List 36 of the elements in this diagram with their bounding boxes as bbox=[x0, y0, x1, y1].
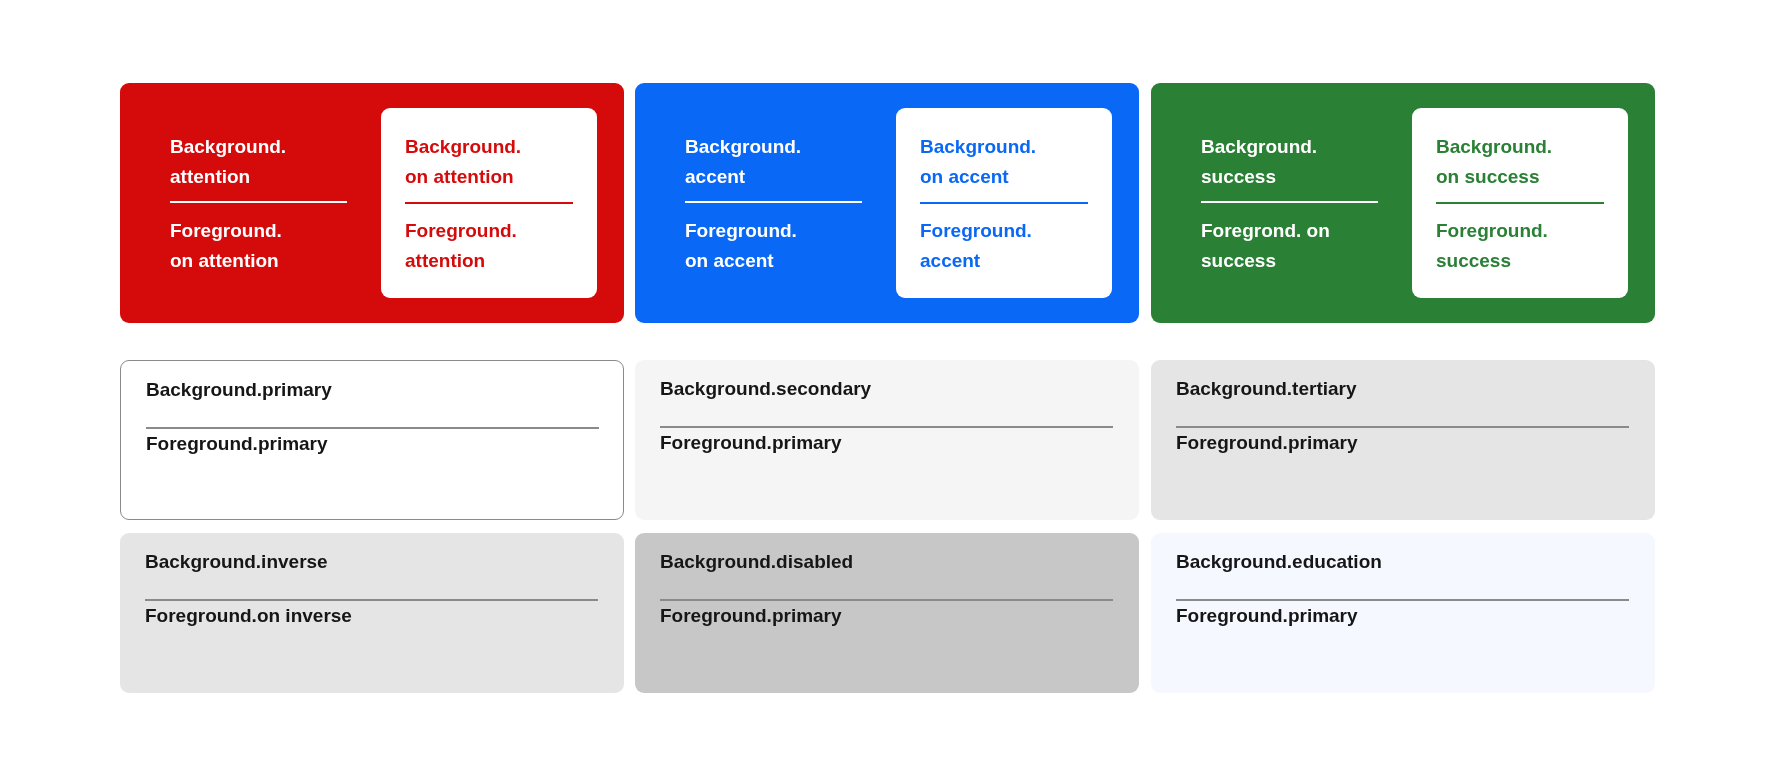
foreground-token-label: Foreground.primary bbox=[660, 431, 843, 455]
foreground-token-label: Foreground. accent bbox=[920, 219, 1033, 273]
foreground-token-label: Foreground. success bbox=[1436, 219, 1549, 273]
color-swatch-card bbox=[1151, 360, 1655, 520]
foreground-token-label: Foreground. attention bbox=[405, 219, 518, 273]
color-swatch-card bbox=[120, 83, 624, 323]
color-swatch-card bbox=[1412, 108, 1628, 298]
color-swatch-card bbox=[635, 360, 1139, 520]
foreground-token-label: Foreground. on attention bbox=[170, 219, 283, 273]
color-swatch-card bbox=[635, 83, 1139, 323]
foreground-token-label: Foreground.primary bbox=[1176, 431, 1359, 455]
background-token-label: Background. attention bbox=[170, 135, 288, 189]
color-swatch-card bbox=[120, 360, 624, 520]
foreground-token-label: Foreground.primary bbox=[146, 432, 329, 456]
foreground-token-label: Foreground.primary bbox=[1176, 604, 1359, 628]
foreground-token-label: Foregrond. on success bbox=[1201, 219, 1331, 273]
background-token-label: Background. on attention bbox=[405, 135, 523, 189]
background-token-label: Background.secondary bbox=[660, 377, 873, 401]
background-token-label: Background. on accent bbox=[920, 135, 1038, 189]
color-swatch-card bbox=[1151, 83, 1655, 323]
foreground-token-label: Foreground.on inverse bbox=[145, 604, 353, 628]
color-swatch-card bbox=[635, 533, 1139, 693]
color-swatch-card bbox=[381, 108, 597, 298]
color-swatch-card bbox=[120, 533, 624, 693]
background-token-label: Background.tertiary bbox=[1176, 377, 1358, 401]
color-swatch-card bbox=[1151, 533, 1655, 693]
foreground-token-label: Foreground. on accent bbox=[685, 219, 798, 273]
background-token-label: Background. on success bbox=[1436, 135, 1554, 189]
background-token-label: Background. accent bbox=[685, 135, 803, 189]
background-token-label: Background.disabled bbox=[660, 550, 855, 574]
background-token-label: Background.primary bbox=[146, 378, 333, 402]
foreground-token-label: Foreground.primary bbox=[660, 604, 843, 628]
color-swatch-card bbox=[896, 108, 1112, 298]
background-token-label: Background.education bbox=[1176, 550, 1383, 574]
background-token-label: Background.inverse bbox=[145, 550, 329, 574]
background-token-label: Background. success bbox=[1201, 135, 1319, 189]
